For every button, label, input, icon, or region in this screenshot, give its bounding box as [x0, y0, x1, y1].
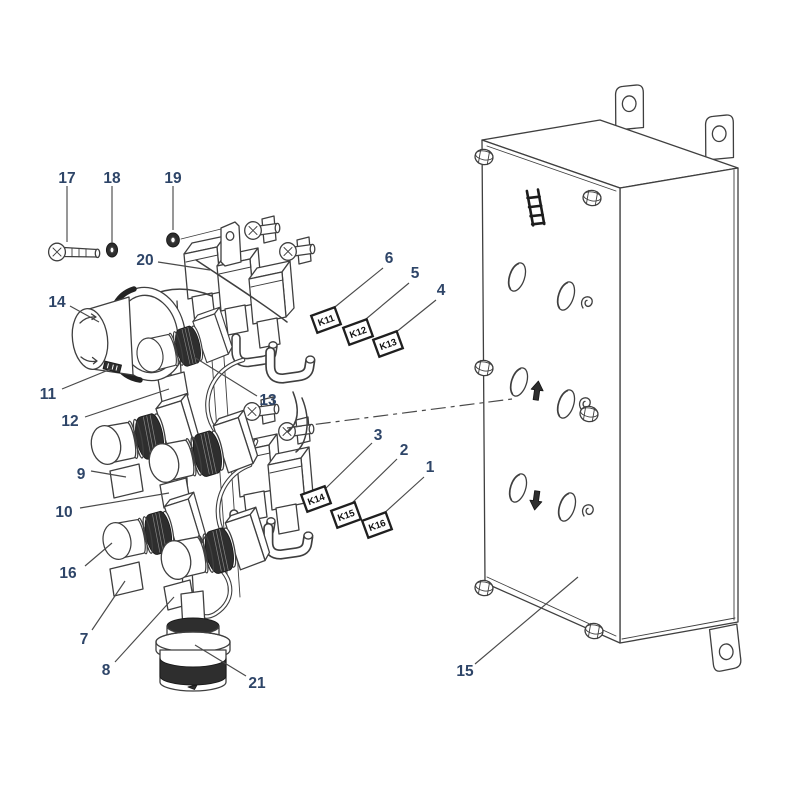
callout-7: 7 — [80, 631, 89, 648]
callout-1: 1 — [426, 459, 435, 476]
callout-14: 14 — [48, 294, 66, 311]
callout-15: 15 — [456, 663, 474, 680]
leader-16 — [84, 542, 113, 567]
callout-16: 16 — [59, 565, 77, 582]
mounting-tab-bottom — [708, 623, 742, 673]
top-bracket — [180, 221, 242, 267]
tag-k14: K14 — [299, 484, 333, 514]
leader-13 — [193, 356, 258, 397]
wire-sleeve-2 — [270, 352, 314, 378]
callout-19: 19 — [164, 170, 182, 187]
callout-13: 13 — [259, 392, 277, 409]
tag-k12: K12 — [341, 317, 375, 347]
relay-id-tags: K11 K12 K13 K14 K15 K16 — [299, 305, 405, 540]
callout-18: 18 — [103, 170, 121, 187]
callout-10: 10 — [55, 504, 72, 521]
mounting-screw — [47, 242, 101, 262]
leader-15 — [474, 576, 579, 665]
callout-numbers: 17 18 19 20 14 11 12 13 9 10 16 7 8 21 1… — [40, 170, 474, 692]
terminal-screw-1 — [244, 215, 281, 244]
leader-21 — [194, 644, 247, 677]
mounting-tab-top-left — [613, 83, 647, 133]
leader-12 — [84, 388, 170, 418]
emergency-stop-button — [71, 286, 187, 383]
leader-3 — [322, 442, 373, 492]
mounting-tab-top-right — [703, 113, 737, 163]
leader-14 — [69, 305, 100, 323]
leader-6 — [329, 267, 384, 312]
terminal-screw-2 — [279, 236, 316, 265]
callout-2: 2 — [400, 442, 409, 459]
leader-lines — [61, 186, 579, 677]
leader-10 — [79, 492, 170, 509]
cable-gland — [155, 590, 231, 692]
tag-k15: K15 — [329, 500, 363, 530]
twist-arrow-icon — [80, 356, 98, 365]
callout-20: 20 — [136, 252, 153, 269]
box-side-face — [619, 167, 739, 644]
leader-2 — [351, 458, 398, 504]
leader-5 — [359, 282, 410, 325]
alignment-centerline — [286, 398, 513, 429]
leader-1 — [380, 476, 425, 517]
leader-20 — [157, 261, 211, 271]
bracket-plate-7 — [109, 561, 144, 597]
button-station-assembly — [47, 215, 316, 692]
leader-7 — [91, 580, 126, 631]
callout-17: 17 — [58, 170, 75, 187]
lock-washer — [105, 242, 119, 258]
flat-washer — [166, 232, 180, 248]
tag-k13: K13 — [371, 329, 405, 359]
callout-8: 8 — [102, 662, 111, 679]
leader-8 — [114, 596, 175, 663]
leader-11 — [61, 368, 112, 390]
callout-11: 11 — [40, 386, 57, 403]
sheet-metal-hems — [486, 145, 736, 640]
relay-block-3 — [248, 260, 295, 349]
callout-3: 3 — [374, 427, 383, 444]
gland-notch — [187, 684, 198, 690]
control-box — [473, 83, 742, 673]
leader-9 — [90, 470, 127, 478]
callout-6: 6 — [385, 250, 394, 267]
callout-4: 4 — [437, 282, 446, 299]
tag-k11: K11 — [309, 305, 343, 335]
callout-21: 21 — [248, 675, 266, 692]
callout-5: 5 — [411, 265, 420, 282]
box-front-face — [481, 139, 621, 644]
tag-k16: K16 — [360, 510, 394, 540]
callout-12: 12 — [61, 413, 78, 430]
bracket-plate-9 — [109, 463, 144, 499]
callout-9: 9 — [77, 466, 86, 483]
